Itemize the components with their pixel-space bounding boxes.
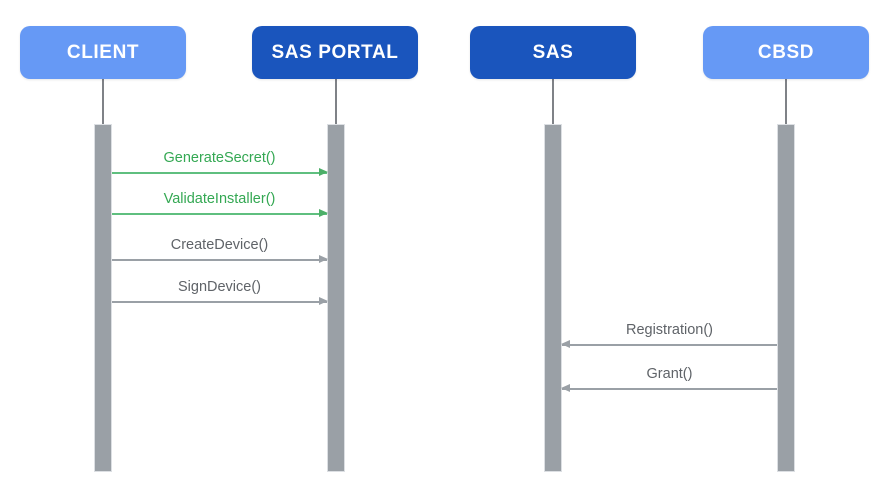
participant-box-client[interactable]: CLIENT (20, 26, 186, 79)
lifeline-stem-client (102, 79, 104, 124)
activation-bar-sas (544, 124, 562, 472)
message-label-validate-installer: ValidateInstaller() (163, 191, 276, 207)
activation-bar-cbsd (777, 124, 795, 472)
arrow-head-right-icon (319, 168, 328, 176)
lifeline-stem-sas-portal (335, 79, 337, 124)
message-line-create-device (112, 259, 327, 261)
message-line-sign-device (112, 301, 327, 303)
message-label-grant: Grant() (646, 366, 693, 382)
arrow-head-right-icon (319, 297, 328, 305)
message-label-create-device: CreateDevice() (170, 237, 269, 253)
message-line-grant (562, 388, 777, 390)
message-label-generate-secret: GenerateSecret() (163, 150, 276, 166)
participant-label-cbsd: CBSD (757, 41, 815, 63)
lifeline-stem-sas (552, 79, 554, 124)
activation-bar-sas-portal (327, 124, 345, 472)
participant-label-sas: SAS (532, 41, 574, 63)
message-line-registration (562, 344, 777, 346)
arrow-head-left-icon (561, 340, 570, 348)
message-line-generate-secret (112, 172, 327, 174)
participant-label-sas-portal: SAS PORTAL (271, 41, 399, 63)
participant-box-cbsd[interactable]: CBSD (703, 26, 869, 79)
participant-box-sas[interactable]: SAS (470, 26, 636, 79)
arrow-head-right-icon (319, 255, 328, 263)
arrow-head-right-icon (319, 209, 328, 217)
message-label-sign-device: SignDevice() (178, 279, 261, 295)
message-label-registration: Registration() (625, 322, 714, 338)
lifeline-stem-cbsd (785, 79, 787, 124)
participant-box-sas-portal[interactable]: SAS PORTAL (252, 26, 418, 79)
participant-label-client: CLIENT (66, 41, 140, 63)
arrow-head-left-icon (561, 384, 570, 392)
activation-bar-client (94, 124, 112, 472)
message-line-validate-installer (112, 213, 327, 215)
